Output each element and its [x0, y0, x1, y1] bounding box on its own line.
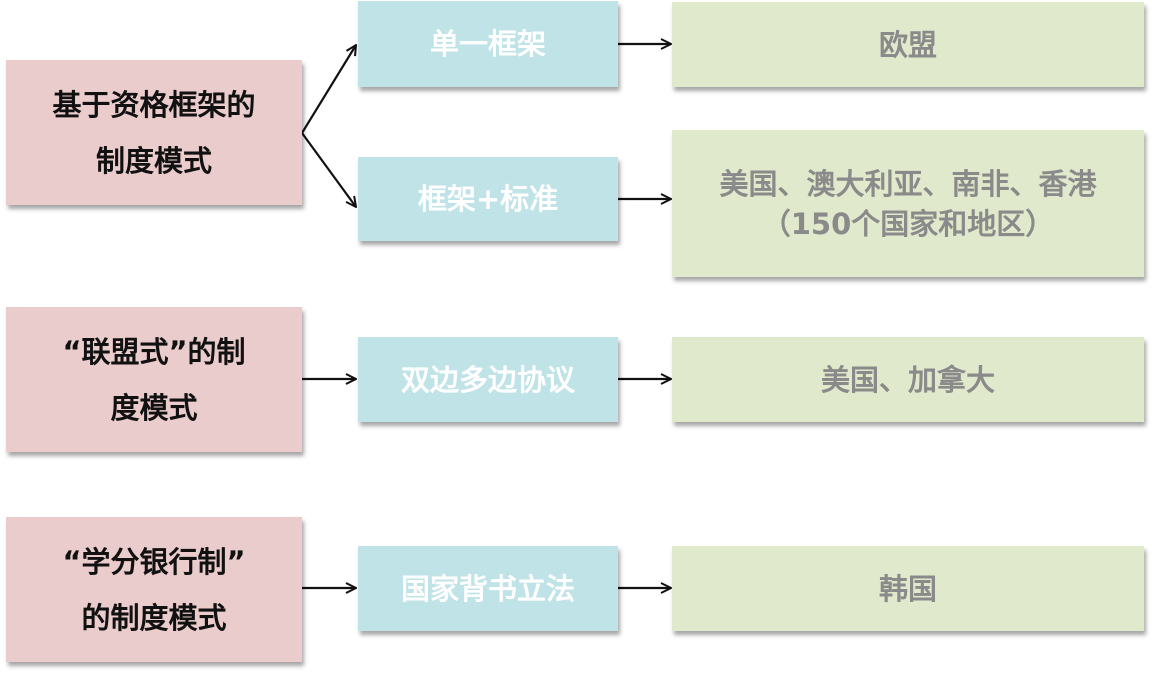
approach-box-framework-standard: 框架+标准	[358, 157, 618, 241]
example-box-korea: 韩国	[672, 546, 1144, 631]
mode-label-line: 制度模式	[95, 143, 212, 178]
example-label-line: （150个国家和地区）	[761, 206, 1055, 241]
arrow-mode1-to-framework-standard	[301, 132, 356, 207]
approach-label: 国家背书立法	[400, 571, 575, 606]
mode-box-credit-bank: “学分银行制” 的制度模式	[6, 517, 302, 662]
approach-label: 框架+标准	[417, 182, 559, 216]
approach-label: 单一框架	[429, 27, 546, 61]
example-box-countries: 美国、澳大利亚、南非、香港 （150个国家和地区）	[672, 130, 1144, 277]
approach-box-single-framework: 单一框架	[358, 1, 618, 87]
mode-label-line: “学分银行制”	[62, 544, 246, 579]
mode-label-line: 度模式	[110, 390, 198, 425]
example-label: 欧盟	[878, 27, 937, 62]
mode-label-line: 基于资格框架的	[52, 87, 256, 122]
approach-box-national-legislation: 国家背书立法	[358, 546, 618, 631]
example-box-eu: 欧盟	[672, 2, 1144, 87]
approach-label: 双边多边协议	[400, 362, 575, 397]
mode-box-qualification-framework: 基于资格框架的 制度模式	[6, 60, 302, 205]
example-label: 美国、加拿大	[820, 362, 995, 397]
approach-box-bilateral-multilateral-agreement: 双边多边协议	[358, 337, 618, 422]
example-box-usa-canada: 美国、加拿大	[672, 337, 1144, 422]
mode-label-line: 的制度模式	[81, 600, 227, 635]
mode-label-line: “联盟式”的制	[62, 334, 246, 369]
mode-box-alliance: “联盟式”的制 度模式	[6, 307, 302, 452]
arrow-mode1-to-single-framework	[301, 45, 356, 134]
example-label-line: 美国、澳大利亚、南非、香港	[719, 166, 1097, 201]
example-label: 韩国	[878, 571, 937, 606]
